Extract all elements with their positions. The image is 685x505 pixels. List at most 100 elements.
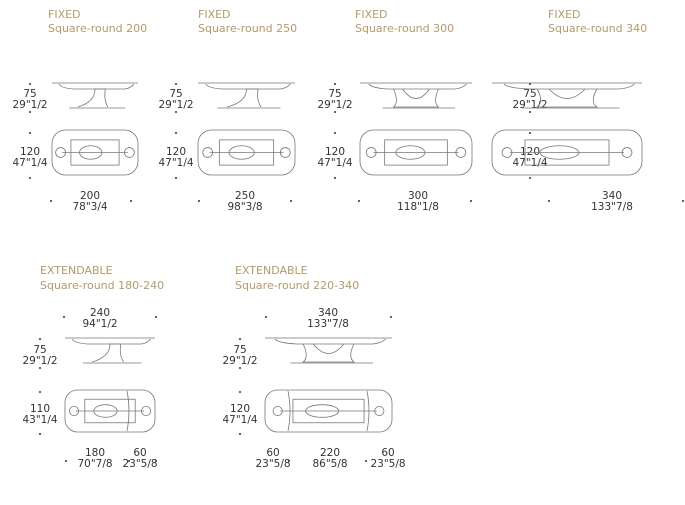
dimension-marker	[65, 460, 67, 462]
segment-cm: 60	[133, 447, 147, 459]
dimension-marker	[175, 111, 177, 113]
end-knob	[365, 147, 377, 158]
table-top-underside	[503, 83, 635, 90]
table-top-outline	[197, 129, 296, 176]
dimension-marker	[130, 200, 132, 202]
height-cm: 75	[33, 344, 47, 356]
dimension-marker	[50, 200, 52, 202]
side-view	[65, 337, 155, 364]
segment-in: 23"5/8	[370, 458, 406, 470]
pedestal-base	[535, 88, 599, 108]
top-view	[64, 389, 156, 433]
dimension-marker	[155, 316, 157, 318]
dimension-marker	[39, 338, 41, 340]
dimension-marker	[334, 132, 336, 134]
side-view	[492, 82, 642, 109]
pedestal-outline	[93, 404, 118, 418]
top-view	[491, 129, 643, 176]
height-cm: 75	[169, 88, 183, 100]
pedestal-outline	[228, 145, 255, 160]
product-name: Square-round 250	[198, 22, 298, 35]
side-view	[265, 337, 392, 364]
segment-cm: 60	[381, 447, 395, 459]
leaf-seam	[287, 390, 291, 432]
width-cm: 340	[601, 190, 623, 202]
side-view	[360, 82, 472, 109]
dimension-marker	[128, 460, 130, 462]
depth-cm: 110	[29, 403, 51, 415]
segment-in: 86"5/8	[312, 458, 348, 470]
top-view	[51, 129, 139, 176]
table-top-outline	[51, 129, 139, 176]
end-knob	[55, 147, 66, 158]
dimension-marker	[239, 391, 241, 393]
end-knob	[374, 405, 385, 417]
width-in: 133"7/8	[591, 201, 633, 213]
depth-in: 47"1/4	[512, 157, 548, 169]
product-type: EXTENDABLE	[235, 264, 308, 277]
top-view	[197, 129, 296, 176]
extended-width-in: 133"7/8	[307, 318, 349, 330]
segment-cm: 60	[266, 447, 280, 459]
dimension-marker	[470, 200, 472, 202]
top-view	[359, 129, 473, 176]
leaf-seam	[126, 390, 130, 432]
side-view	[198, 82, 295, 109]
pedestal-base	[227, 88, 262, 108]
height-cm: 75	[328, 88, 342, 100]
pedestal-base	[392, 88, 440, 108]
end-knob	[272, 405, 283, 417]
dimension-marker	[239, 338, 241, 340]
dimension-marker	[29, 132, 31, 134]
segment-in: 70"7/8	[77, 458, 113, 470]
dimension-marker	[39, 367, 41, 369]
end-knob	[455, 147, 467, 158]
dimension-marker	[175, 83, 177, 85]
table-top-outline	[491, 129, 643, 176]
height-cm: 75	[233, 344, 247, 356]
depth-in: 43"1/4	[22, 414, 58, 426]
width-cm: 200	[79, 190, 101, 202]
end-knob	[68, 405, 80, 417]
product-name: Square-round 180-240	[40, 279, 165, 292]
dimension-marker	[334, 177, 336, 179]
product-name: Square-round 220-340	[235, 279, 360, 292]
height-in: 29"1/2	[22, 355, 58, 367]
height-in: 29"1/2	[12, 99, 48, 111]
depth-in: 47"1/4	[12, 157, 48, 169]
dimension-marker	[529, 177, 531, 179]
height-cm: 75	[23, 88, 37, 100]
width-in: 118"1/8	[397, 201, 439, 213]
height-in: 29"1/2	[158, 99, 194, 111]
height-cm: 75	[523, 88, 537, 100]
depth-cm: 120	[324, 146, 346, 158]
product-type: FIXED	[355, 8, 388, 21]
depth-cm: 120	[19, 146, 41, 158]
dimension-marker	[334, 83, 336, 85]
top-view	[264, 389, 393, 433]
segment-cm: 220	[319, 447, 341, 459]
dimension-marker	[365, 460, 367, 462]
product-type: EXTENDABLE	[40, 264, 113, 277]
product-type: FIXED	[198, 8, 231, 21]
dimension-marker	[63, 316, 65, 318]
extended-width-in: 94"1/2	[82, 318, 118, 330]
dimension-marker	[682, 200, 684, 202]
depth-in: 47"1/4	[317, 157, 353, 169]
side-view	[52, 82, 138, 109]
extended-width-cm: 240	[89, 307, 111, 319]
depth-cm: 120	[165, 146, 187, 158]
dimension-marker	[175, 177, 177, 179]
end-knob	[501, 147, 513, 158]
segment-cm: 180	[84, 447, 106, 459]
leaf-seam	[366, 390, 370, 432]
extended-width-cm: 340	[317, 307, 339, 319]
dimension-marker	[39, 433, 41, 435]
pedestal-base	[77, 88, 109, 108]
table-top-outline	[359, 129, 473, 176]
width-cm: 250	[234, 190, 256, 202]
pedestal-outline	[305, 404, 340, 418]
end-knob	[621, 147, 633, 158]
product-name: Square-round 340	[548, 22, 648, 35]
